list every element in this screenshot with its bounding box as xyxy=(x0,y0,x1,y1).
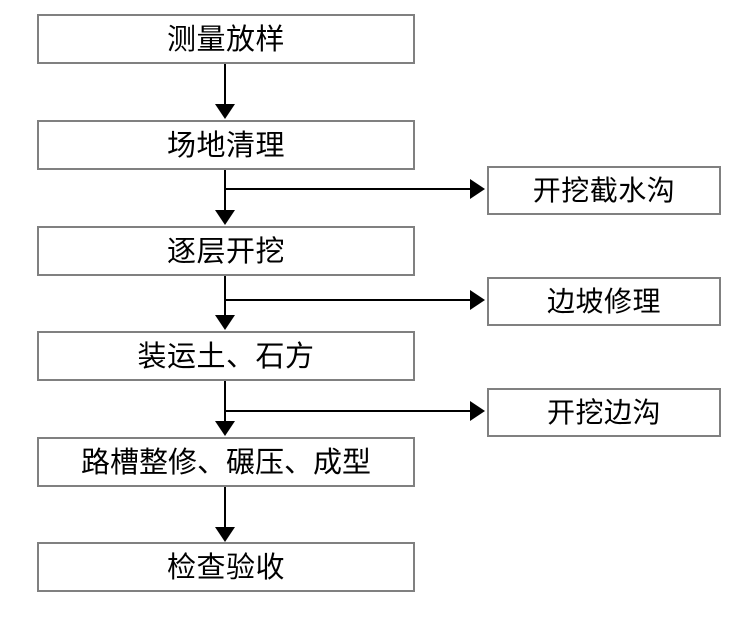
flow-node-subgrade-trim-compact-shape[interactable]: 路槽整修、碾压、成型 xyxy=(37,437,415,487)
arrowhead-down-icon xyxy=(215,210,235,225)
flow-node-label: 装运土、石方 xyxy=(137,338,315,373)
arrowhead-right-icon xyxy=(470,179,485,199)
connector-line-subgrade-to-inspection xyxy=(224,487,226,528)
connector-line-branch-slope-repair xyxy=(225,299,470,301)
connector-line-branch-intercept-ditch xyxy=(225,188,470,190)
flow-node-haul-earth-rock[interactable]: 装运土、石方 xyxy=(37,331,415,381)
flow-node-label: 场地清理 xyxy=(166,127,285,162)
arrowhead-down-icon xyxy=(215,315,235,330)
flow-node-label: 边坡修理 xyxy=(546,284,661,318)
connector-line-haul-to-subgrade xyxy=(224,381,226,422)
flow-node-label: 开挖边沟 xyxy=(546,395,661,429)
flow-node-site-clearing[interactable]: 场地清理 xyxy=(37,120,415,170)
arrowhead-down-icon xyxy=(215,104,235,119)
flow-node-label: 逐层开挖 xyxy=(166,233,285,268)
arrowhead-right-icon xyxy=(470,401,485,421)
flow-node-label: 检查验收 xyxy=(166,549,285,584)
connector-line-survey-to-site-clearing xyxy=(224,64,226,105)
arrowhead-down-icon xyxy=(215,421,235,436)
arrowhead-right-icon xyxy=(470,290,485,310)
flow-node-label: 开挖截水沟 xyxy=(532,173,676,207)
connector-line-branch-side-ditch xyxy=(225,410,470,412)
flow-node-label: 测量放样 xyxy=(166,21,285,56)
flow-node-side-ditch[interactable]: 开挖边沟 xyxy=(487,388,721,437)
flow-node-survey[interactable]: 测量放样 xyxy=(37,14,415,64)
connector-line-layer-excavation-to-haul xyxy=(224,276,226,317)
arrowhead-down-icon xyxy=(215,527,235,542)
flow-node-inspection-acceptance[interactable]: 检查验收 xyxy=(37,542,415,592)
flow-node-intercept-ditch[interactable]: 开挖截水沟 xyxy=(487,166,721,215)
flow-node-layer-excavation[interactable]: 逐层开挖 xyxy=(37,226,415,276)
flow-node-slope-repair[interactable]: 边坡修理 xyxy=(487,277,721,326)
flow-node-label: 路槽整修、碾压、成型 xyxy=(80,444,371,479)
connector-line-site-clearing-to-layer-excavation xyxy=(224,170,226,211)
